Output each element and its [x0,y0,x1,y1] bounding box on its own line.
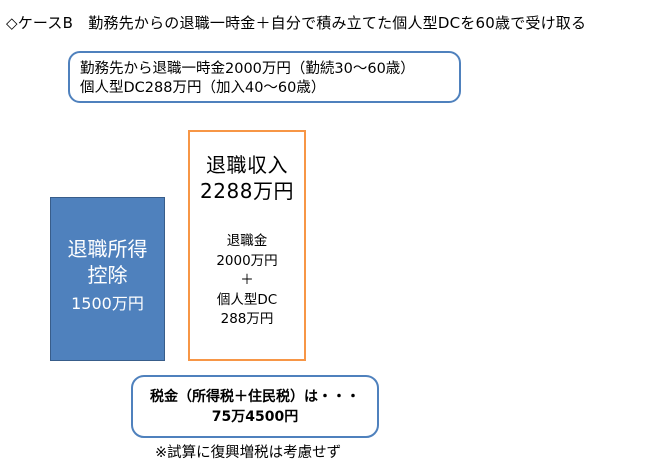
income-label: 退職収入 [206,153,288,177]
tax-result-box: 税金（所得税＋住民税）は・・・ 75万4500円 [131,375,379,438]
tax-amount: 75万4500円 [211,409,299,425]
retirement-income-deduction-box: 退職所得控除 1500万円 [50,197,165,361]
lump-sum-amount: 2000万円 [216,252,278,269]
deduction-amount: 1500万円 [71,294,144,313]
dc-label: 個人型DC [216,291,278,308]
tax-label: 税金（所得税＋住民税）は・・・ [150,389,360,405]
income-total: 2288万円 [200,179,294,203]
plus-sign: ＋ [240,272,254,288]
footnote: ※試算に復興増税は考慮せず [155,445,342,461]
page-title: ◇ケースB 勤務先からの退職一時金＋自分で積み立てた個人型DCを60歳で受け取る [6,14,587,32]
lump-sum-label: 退職金 [226,233,268,249]
info-line-retirement-lump-sum: 勤務先から退職一時金2000万円（勤続30～60歳） [80,61,415,77]
retirement-income-box: 退職収入 2288万円 退職金 2000万円 ＋ 個人型DC 288万円 [188,130,306,361]
case-info-box: 勤務先から退職一時金2000万円（勤続30～60歳） 個人型DC288万円（加入… [68,51,461,103]
info-line-individual-dc: 個人型DC288万円（加入40～60歳） [80,80,326,96]
deduction-label: 退職所得控除 [67,237,148,287]
dc-amount: 288万円 [220,311,274,327]
